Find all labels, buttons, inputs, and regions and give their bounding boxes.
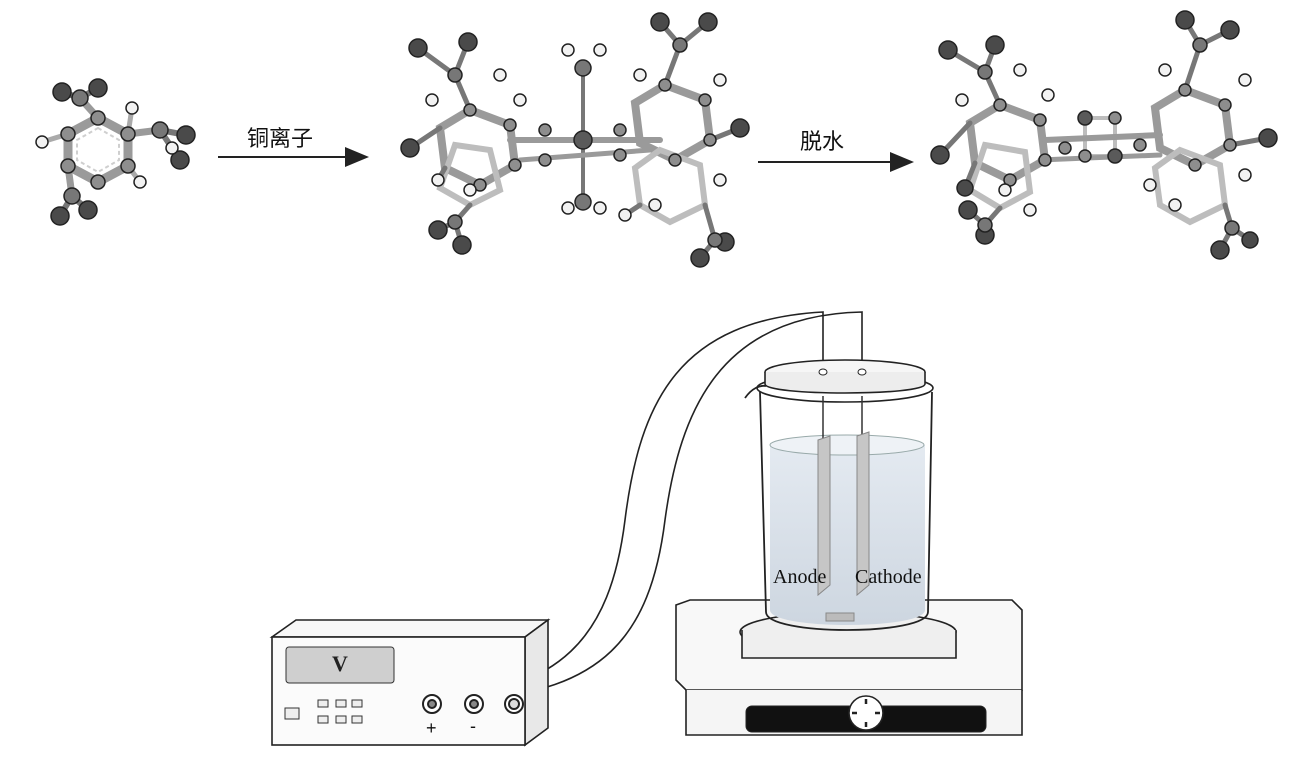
cathode-label: Cathode [855,566,922,588]
power-supply [269,618,551,747]
anode-label: Anode [773,566,827,588]
beaker [744,359,934,631]
monomer-molecule [35,78,196,226]
stir-bar [825,612,855,622]
minus-terminal-label: - [470,716,476,736]
terminals[interactable] [422,694,524,714]
dehydrated-complex-molecule [930,10,1278,260]
cathode-plate [856,431,870,597]
step-1-label: 铜离子 [247,127,314,152]
magnetic-stirrer [675,599,1023,736]
control-buttons[interactable] [284,699,363,724]
electrolyte-liquid [770,445,925,625]
step-2-label: 脱水 [800,130,845,155]
stirrer-knob[interactable] [848,695,884,731]
copper-complex-molecule [400,12,750,268]
voltage-display-text: V [332,651,348,676]
plus-terminal-label: + [426,718,437,738]
anode-plate [817,435,831,597]
voltage-display [285,646,395,684]
